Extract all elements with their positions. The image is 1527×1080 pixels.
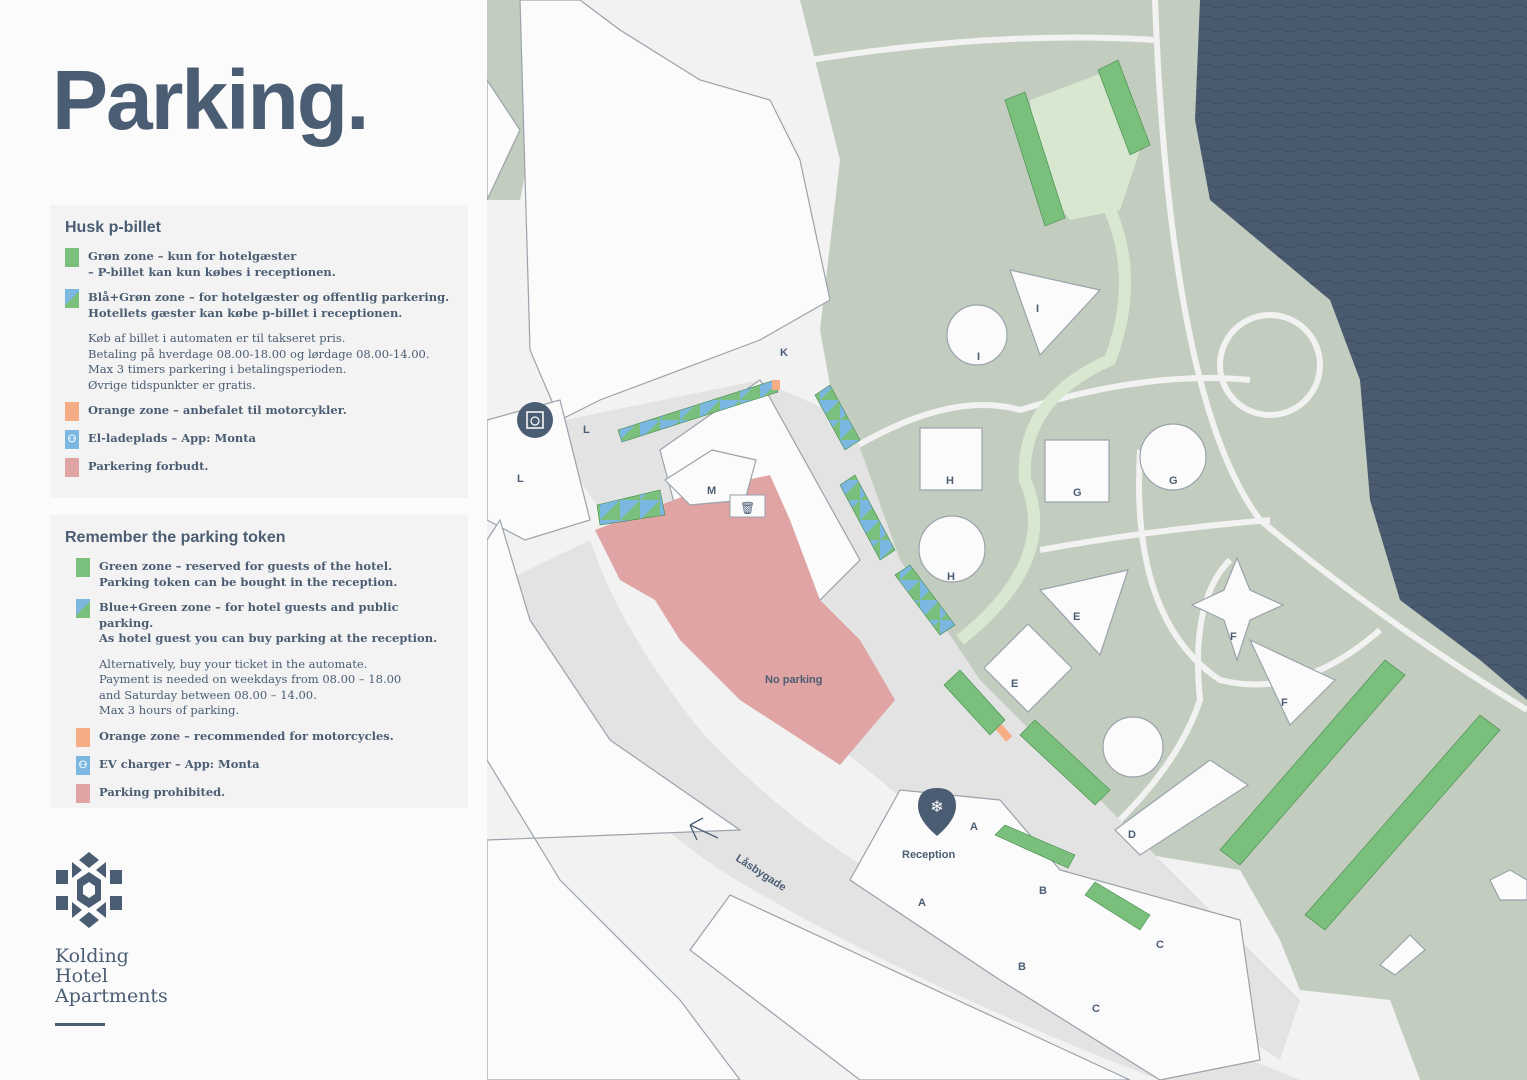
green-swatch: [76, 558, 90, 577]
trash-icon: [729, 494, 766, 518]
motorcycle-stall: [995, 724, 1013, 742]
reception-label: Reception: [902, 849, 955, 861]
text: Blå+Grøn zone – for hotelgæster og offen…: [88, 290, 450, 304]
water-area: [1195, 0, 1527, 700]
text: Hotel: [55, 965, 108, 987]
bluegreen-stalls: [596, 379, 956, 636]
pink-swatch: [76, 783, 90, 803]
page-title: Parking.: [52, 53, 369, 147]
building-label-a: A: [970, 821, 978, 833]
building-label-i: I: [1036, 303, 1039, 315]
text: El-ladeplads – App: Monta: [88, 431, 256, 445]
direction-arrow-icon: [689, 817, 719, 841]
text: Orange zone – recommended for motorcycle…: [99, 728, 394, 743]
parking-map[interactable]: No parking ❄ Reception Låsbygade 🗑 A A B: [487, 0, 1527, 1080]
orange-swatch: [76, 727, 90, 747]
logo-wordmark: Kolding Hotel Apartments: [55, 946, 168, 1006]
building-label-f: F: [1230, 631, 1237, 643]
building-label-h: H: [947, 571, 955, 583]
text: Orange zone – anbefalet til motorcykler.: [88, 403, 347, 417]
building-label-g: G: [1169, 475, 1178, 487]
text: Betaling på hverdage 08.00-18.00 og lørd…: [88, 346, 430, 361]
text: Blue+Green zone – for hotel guests and p…: [99, 600, 399, 630]
divider: [55, 1023, 105, 1026]
ev-charger-icon: ⚇: [76, 755, 90, 775]
roundabout-path: [1217, 312, 1323, 418]
text: Green zone – reserved for guests of the …: [99, 559, 393, 573]
motorcycle-stall: [772, 380, 780, 390]
legend-panel: Parking. Husk p-billet Grøn zone – kun f…: [0, 0, 487, 1080]
text: As hotel guest you can buy parking at th…: [99, 631, 438, 645]
building-label-e: E: [1073, 611, 1080, 623]
building-labels: A A B B C C D E E F F G G H H I I K L L …: [517, 303, 1288, 1015]
legend-bluegreen: Blå+Grøn zone – for hotelgæster og offen…: [65, 289, 453, 321]
pavilions: [664, 269, 1337, 856]
legend-heading: Remember the parking token: [65, 529, 286, 546]
svg-text:🗑: 🗑: [740, 501, 755, 515]
text: Parkering forbudt.: [88, 459, 209, 473]
building-label-b: B: [1018, 961, 1026, 973]
text: Kolding: [55, 945, 129, 967]
text: Hotellets gæster kan købe p-billet i rec…: [88, 305, 403, 320]
building-label-m: M: [707, 485, 716, 497]
text: Køb af billet i automaten er til taksere…: [88, 331, 346, 345]
green-swatch: [65, 248, 79, 267]
text: Alternatively, buy your ticket in the au…: [99, 656, 368, 671]
green-path: [956, 207, 1131, 645]
legend-prohibited: Parkering forbudt.: [65, 458, 453, 477]
legend-green: Grøn zone – kun for hotelgæster– P-bille…: [65, 248, 453, 280]
building-label-e: E: [1011, 678, 1018, 690]
text: Max 3 hours of parking.: [99, 703, 240, 717]
building-label-l: L: [583, 424, 590, 436]
text: Payment is needed on weekdays from 08.00…: [99, 672, 402, 686]
building-label-d: D: [1128, 829, 1136, 841]
green-stalls: [943, 59, 1501, 931]
no-parking-zone: [595, 475, 895, 765]
legend-bluegreen: Blue+Green zone – for hotel guests and p…: [76, 599, 453, 647]
legend-ev: ⚇ El-ladeplads – App: Monta: [65, 430, 453, 449]
building-label-f: F: [1281, 697, 1288, 709]
building-label-c: C: [1156, 939, 1164, 951]
building-label-h: H: [946, 475, 954, 487]
legend-ev: ⚇ EV charger – App: Monta: [76, 755, 453, 775]
text: and Saturday between 08.00 – 14.00.: [99, 687, 317, 702]
text: Parking token can be bought in the recep…: [99, 574, 398, 589]
legend-english: Remember the parking token Green zone – …: [50, 515, 468, 808]
building-label-c: C: [1092, 1003, 1100, 1015]
legend-orange: Orange zone – anbefalet til motorcykler.: [65, 402, 453, 421]
legend-info: Alternatively, buy your ticket in the au…: [99, 657, 453, 719]
building-label-g: G: [1073, 487, 1082, 499]
text: EV charger – App: Monta: [99, 756, 260, 771]
text: Parking prohibited.: [99, 784, 226, 799]
building-label-k: K: [780, 347, 788, 359]
pink-swatch: [65, 458, 79, 477]
laundry-icon[interactable]: [517, 402, 553, 438]
reception-marker-icon[interactable]: ❄: [918, 788, 956, 836]
legend-info: Køb af billet i automaten er til taksere…: [88, 331, 453, 393]
paths: [809, 0, 1527, 823]
text: Apartments: [55, 985, 168, 1007]
legend-heading: Husk p-billet: [65, 219, 162, 236]
text: – P-billet kan kun købes i receptionen.: [88, 264, 336, 279]
no-parking-label: No parking: [765, 674, 822, 686]
text: Grøn zone – kun for hotelgæster: [88, 249, 297, 263]
legend-orange: Orange zone – recommended for motorcycle…: [76, 727, 453, 747]
building-label-i: I: [977, 351, 980, 363]
legend-prohibited: Parking prohibited.: [76, 783, 453, 803]
legend-danish: Husk p-billet Grøn zone – kun for hotelg…: [50, 205, 468, 498]
svg-text:❄: ❄: [930, 797, 943, 816]
text: Max 3 timers parkering i betalingsperiod…: [88, 362, 347, 376]
bluegreen-swatch: [65, 289, 79, 308]
building-label-l: L: [517, 473, 524, 485]
orange-swatch: [65, 402, 79, 421]
building-label-a: A: [918, 897, 926, 909]
building-label-b: B: [1039, 885, 1047, 897]
legend-green: Green zone – reserved for guests of the …: [76, 558, 453, 590]
text: Øvrige tidspunkter er gratis.: [88, 377, 256, 392]
snowflake-logo-icon: [56, 852, 122, 928]
bluegreen-swatch: [76, 599, 90, 618]
ev-charger-icon: ⚇: [65, 430, 79, 449]
